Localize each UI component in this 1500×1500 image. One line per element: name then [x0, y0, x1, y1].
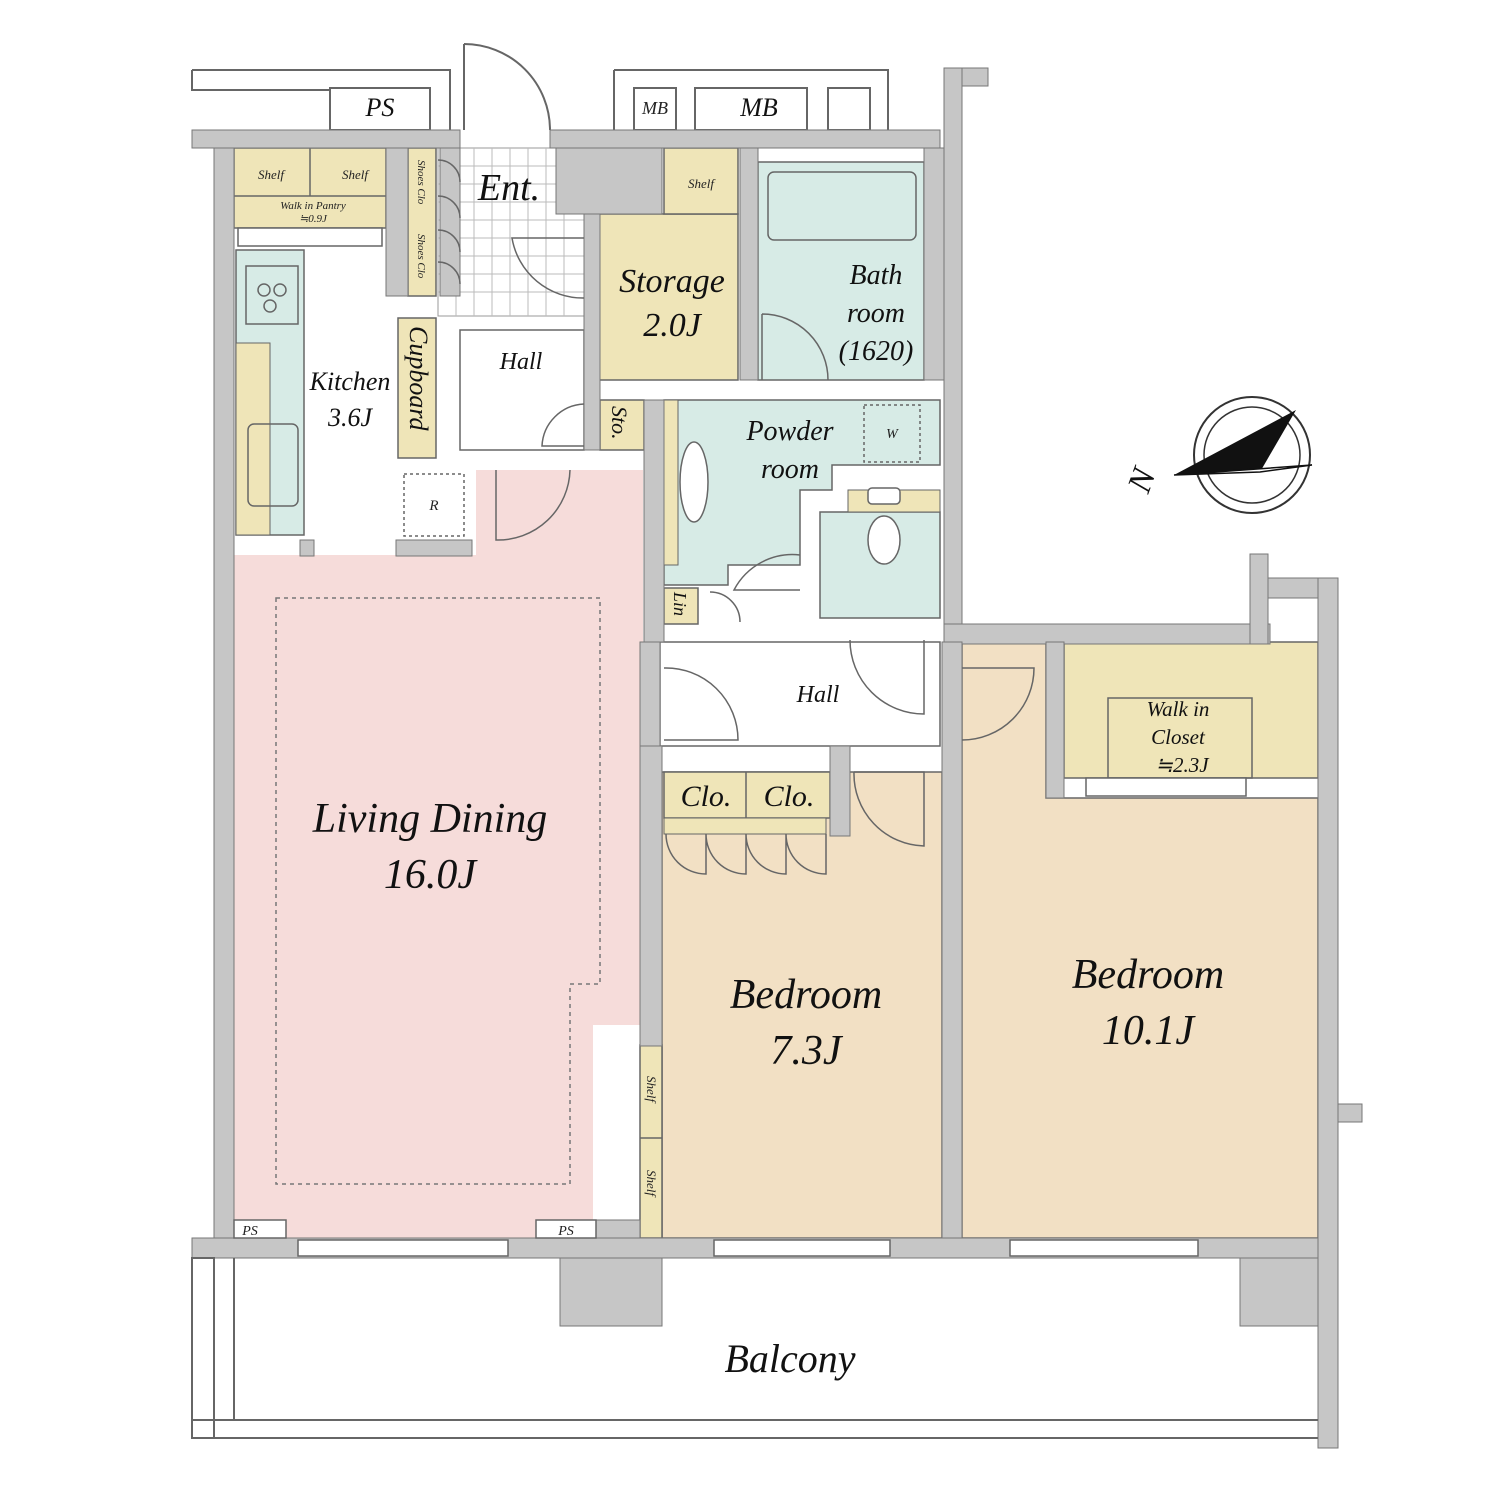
cupboard — [397, 317, 437, 459]
north-label: N — [1121, 461, 1165, 498]
fridge-label: R — [428, 498, 438, 514]
cupboard-label: Cupboard — [404, 326, 433, 431]
hall-top-label: Hall — [499, 349, 543, 375]
pantry-size-label: ≒0.9J — [299, 213, 328, 225]
closet-label-2: Clo. — [764, 780, 815, 813]
shelf-label-1: Shelf — [258, 167, 286, 182]
stove-icon — [245, 265, 299, 325]
exterior-top — [191, 69, 889, 131]
ps-top-label: PS — [365, 93, 395, 122]
living-dining-room — [234, 470, 643, 1238]
sink — [679, 441, 709, 523]
sto-label: Sto. — [607, 406, 632, 440]
bedroom-2-size-label: 10.1J — [1102, 1008, 1197, 1054]
linen-closet — [663, 587, 699, 625]
balcony-area — [191, 1257, 1318, 1439]
fridge-space — [403, 473, 465, 537]
storage-room — [597, 213, 739, 381]
powder-label-2: room — [761, 454, 819, 485]
washer-label: W — [886, 427, 899, 442]
bedroom-1-size-label: 7.3J — [770, 1028, 844, 1074]
hall-mid-label: Hall — [796, 682, 840, 708]
wic-label-1: Walk in — [1147, 697, 1210, 721]
entrance-label: Ent. — [477, 167, 540, 209]
bathroom — [757, 161, 925, 381]
north-arrow-icon — [1173, 396, 1313, 514]
balcony-label: Balcony — [724, 1336, 855, 1381]
bath-label-2: room — [847, 298, 905, 329]
mb-large-label: MB — [739, 93, 778, 122]
bath-label-1: Bath — [850, 260, 903, 291]
bath-label-3: (1620) — [839, 336, 914, 367]
door-swings — [437, 159, 1035, 875]
storage-size-label: 2.0J — [643, 307, 703, 344]
windows — [237, 227, 1247, 1257]
kitchen-sink-icon — [247, 423, 299, 507]
shoes-closet-label-1: Shoes Clo — [415, 160, 427, 205]
ps-bottom-left-label: PS — [241, 1224, 258, 1239]
ps-box-left — [233, 1219, 287, 1239]
ps-box-mid — [535, 1219, 597, 1239]
powder-room — [663, 399, 941, 586]
wic-label-2: Closet — [1151, 725, 1206, 749]
washer-space — [863, 404, 921, 463]
vertical-shelves — [639, 1044, 663, 1239]
hall-mid — [659, 641, 941, 747]
living-dining-label: Living Dining — [312, 796, 548, 842]
shoes-closet-label-2: Shoes Clo — [415, 234, 427, 279]
shelf-label-3: Shelf — [688, 176, 716, 191]
pantry-label: Walk in Pantry — [280, 200, 346, 212]
wic-size-label: ≒2.3J — [1155, 753, 1210, 777]
bedroom-1-label: Bedroom — [730, 972, 882, 1018]
kitchen-counter-wood — [235, 342, 271, 536]
mb-small-label: MB — [641, 98, 668, 118]
bedroom-1-closet-rail — [663, 817, 827, 835]
living-dashed-area — [275, 597, 601, 1185]
entrance-door — [463, 43, 551, 131]
kitchen-size-label: 3.6J — [327, 403, 374, 432]
shelf-label-2: Shelf — [342, 167, 370, 182]
toilet-bowl — [867, 515, 901, 565]
storage-label: Storage — [619, 263, 725, 300]
hall-top — [459, 329, 585, 451]
living-dining-size-label: 16.0J — [384, 852, 479, 898]
shelf-vertical-label-2: Shelf — [644, 1170, 659, 1198]
kitchen-label: Kitchen — [309, 367, 391, 396]
sto-closet — [599, 399, 645, 451]
shelf-vertical-label-1: Shelf — [644, 1076, 659, 1104]
ps-bottom-mid-label: PS — [557, 1224, 574, 1239]
bedroom-2-label: Bedroom — [1072, 952, 1224, 998]
bathtub — [767, 171, 917, 241]
linen-label: Lin — [670, 591, 690, 616]
closet-label-1: Clo. — [681, 780, 732, 813]
vanity-wood — [663, 399, 679, 566]
storage-shelf — [663, 147, 739, 215]
powder-label-1: Powder — [745, 416, 833, 447]
toilet-tank — [867, 487, 901, 505]
